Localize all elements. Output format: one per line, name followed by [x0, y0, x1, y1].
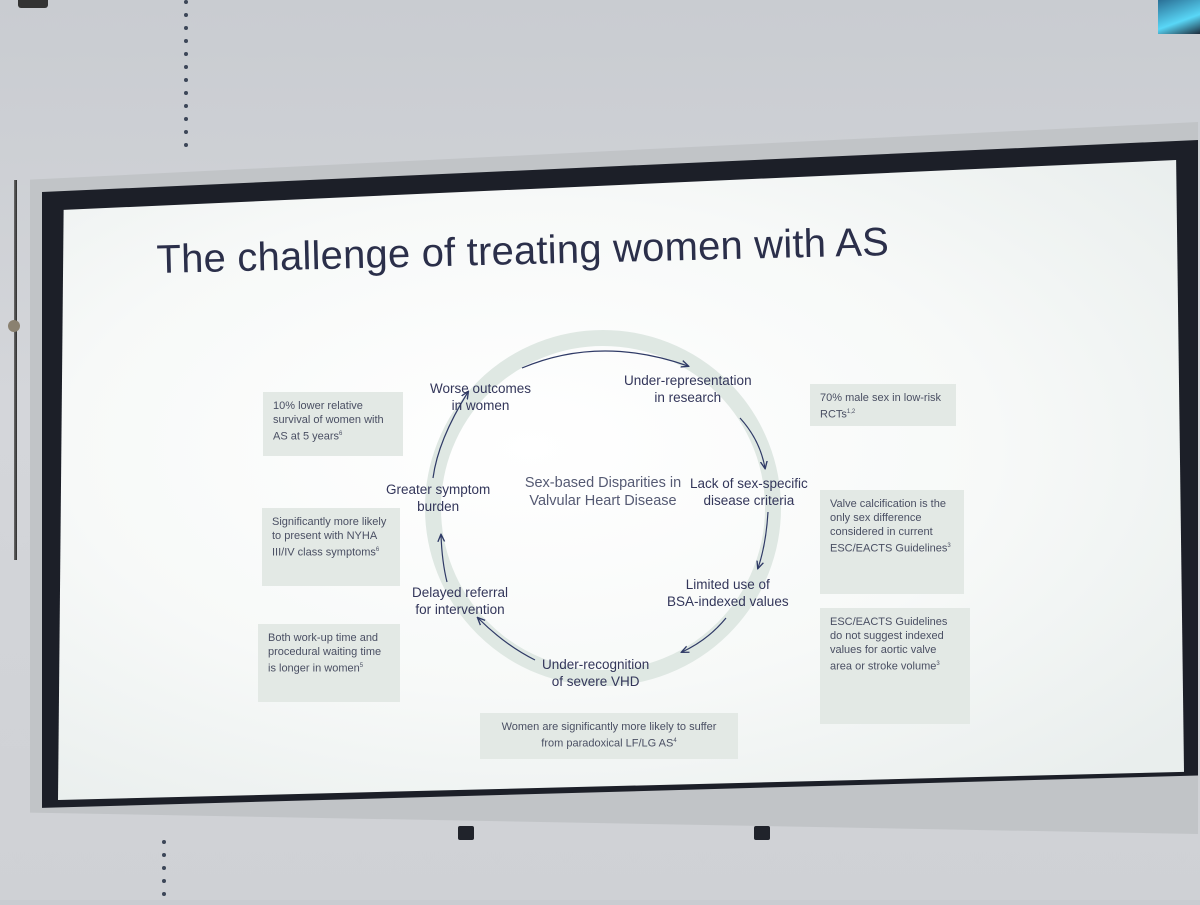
stand-knob: [8, 320, 20, 332]
box-survival: 10% lower relative survival of women wit…: [263, 392, 403, 456]
corner-light: [1158, 0, 1200, 34]
stand-rod: [14, 180, 17, 560]
ceiling-fixture: [18, 0, 48, 8]
arrow-6: [441, 535, 448, 583]
node-limited-bsa: Limited use of BSA-indexed values: [667, 577, 789, 609]
node-symptom-burden: Greater symptom burden: [386, 482, 491, 514]
arrow-1: [521, 350, 688, 369]
wall-dot-strip-lower: [162, 840, 166, 905]
box-male-sex: 70% male sex in low-risk RCTs1,2: [810, 384, 956, 426]
node-lack-criteria: Lack of sex-specific disease criteria: [690, 476, 808, 508]
box-indexed: ESC/EACTS Guidelines do not suggest inde…: [820, 608, 970, 724]
node-under-representation: Under-representation in research: [624, 373, 752, 405]
arrow-7: [432, 392, 468, 479]
node-delayed-referral: Delayed referral for intervention: [412, 585, 509, 617]
mount-left: [458, 826, 474, 840]
cycle-center-label: Sex-based Disparities in Valvular Heart …: [524, 475, 682, 509]
box-calcification: Valve calcification is the only sex diff…: [820, 490, 964, 594]
wall-dot-strip: [184, 0, 188, 156]
arrow-5: [478, 618, 536, 661]
node-worse-outcomes: Worse outcomes in women: [430, 381, 532, 413]
node-under-recognition: Under-recognition of severe VHD: [542, 657, 650, 689]
box-paradoxical: Women are significantly more likely to s…: [480, 713, 738, 759]
box-workup: Both work-up time and procedural waiting…: [258, 624, 400, 702]
box-nyha: Significantly more likely to present wit…: [262, 508, 400, 586]
cycle-ring: [425, 330, 781, 686]
slide-screen: [58, 160, 1184, 800]
arrow-3: [758, 511, 769, 568]
mount-right: [754, 826, 770, 840]
arrow-4: [682, 617, 727, 652]
arrow-2: [739, 417, 765, 468]
